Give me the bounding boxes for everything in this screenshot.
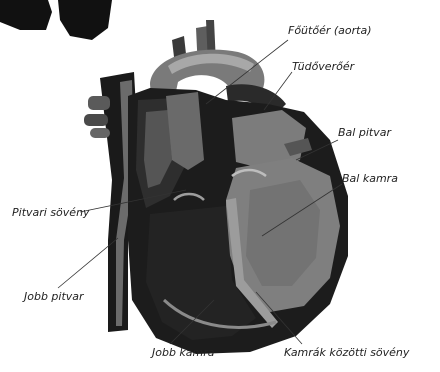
label-right-ventricle: Jobb kamra [152,346,215,359]
title-fragment-2 [58,0,112,40]
label-pulmonary-artery: Tüdőverőér [292,60,354,73]
label-left-atrium: Bal pitvar [338,126,391,139]
pulmonary-vein-right-3 [90,128,110,138]
label-ventricular-septum: Kamrák közötti sövény [284,346,409,359]
title-fragment [0,0,52,30]
label-aorta: Főütőér (aorta) [288,24,372,37]
pulmonary-vein-right-1 [88,96,110,110]
label-left-ventricle: Bal kamra [342,172,398,185]
label-right-atrium: Jobb pitvar [24,290,84,303]
pulmonary-vein-right-2 [84,114,108,126]
label-atrial-septum: Pitvari sövény [12,206,90,219]
